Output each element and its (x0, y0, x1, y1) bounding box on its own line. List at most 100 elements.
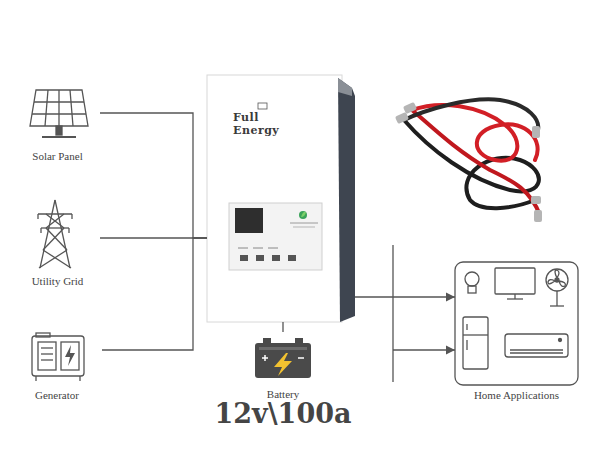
solar-panel-icon-part (58, 90, 59, 126)
battery-icon-part (298, 357, 304, 359)
home-appliances-icons-part (510, 349, 563, 350)
utility-tower-icon-part (39, 250, 67, 268)
battery-icon-part (264, 355, 266, 361)
inverter-device-part (338, 78, 355, 322)
generator-icon (32, 333, 84, 381)
inverter-device-part (293, 227, 315, 228)
inverter-device-part (240, 255, 248, 261)
arrow-head (446, 346, 455, 355)
utility-tower-icon-part (55, 200, 70, 268)
generator-icon-part (36, 333, 50, 337)
inverter-device-part (272, 255, 280, 261)
utility-tower-icon-part (40, 228, 41, 233)
source-node: Solar Panel (15, 85, 100, 163)
battery-cables-part (412, 105, 538, 161)
connector-segment (102, 238, 207, 350)
node-label: Utility Grid (15, 275, 100, 288)
utility-tower-icon-part (37, 214, 38, 219)
inverter-device-part (258, 103, 267, 109)
connector-segment (100, 113, 207, 238)
node-label: Generator (12, 389, 102, 402)
utility-tower-icon-part (40, 200, 55, 268)
home-appliances-icons-part (559, 339, 562, 342)
arrow-head (446, 293, 455, 302)
home-appliances-icons-part (550, 305, 564, 306)
inverter-device-part (256, 255, 264, 261)
home-appliances-icons-part (514, 294, 515, 299)
home-appliances-icons-part (546, 269, 568, 291)
home-appliances-icons-part (468, 286, 476, 293)
inverter-device-part (290, 223, 318, 224)
solar-panel-icon (30, 90, 88, 137)
inverter-device-part (207, 75, 342, 322)
solar-panel-icon-part (70, 90, 73, 126)
home-appliances-icons-part (466, 324, 467, 330)
home-appliances-icons (455, 262, 578, 385)
node-label: Solar Panel (15, 150, 100, 163)
connector-line (283, 322, 284, 332)
utility-tower-icon-part (46, 228, 67, 250)
battery-cables (395, 99, 542, 222)
connector-segment (282, 322, 283, 332)
source-node: Generator (12, 330, 102, 402)
home-appliances-icons-part (463, 334, 488, 335)
solar-panel-icon-part (45, 90, 48, 126)
battery-icon-part (274, 353, 292, 376)
battery-cables-part (404, 120, 539, 208)
solar-panel-icon-part (42, 136, 76, 138)
source-node: Utility Grid (15, 196, 100, 288)
brand-logo-text: Full Energy (233, 111, 279, 137)
utility-tower-icon-part (38, 213, 72, 214)
battery-cables-part (403, 102, 417, 114)
inverter-device-part (338, 78, 352, 96)
home-node: Home Applications (455, 262, 578, 402)
battery-node: Battery (243, 332, 323, 401)
utility-tower-icon-part (68, 228, 69, 233)
inverter-device-part (235, 208, 263, 233)
utility-tower-icon (38, 200, 72, 268)
utility-tower-icon-part (46, 214, 64, 228)
generator-icon-part (41, 359, 53, 360)
home-appliances-icons-part (556, 291, 557, 306)
solar-panel-icon-part (56, 126, 62, 135)
inverter-device-part (299, 211, 307, 219)
connector-line (100, 113, 207, 238)
inverter-node: Full Energy (207, 75, 355, 322)
inverter-device-part (268, 248, 278, 249)
connector-segment (100, 237, 207, 238)
connector-line (102, 238, 207, 350)
connector-line (355, 245, 455, 382)
inverter-device-part (288, 255, 296, 261)
battery-icon-part (255, 343, 311, 378)
battery-icon (255, 338, 311, 378)
home-appliances-icons-part (465, 272, 479, 286)
generator-icon-part (41, 347, 53, 348)
generator-icon-part (41, 353, 53, 354)
connector-line (100, 238, 207, 239)
inverter-device-part (253, 248, 263, 249)
home-appliances-icons-part (495, 268, 535, 294)
node-label: Home Applications (455, 389, 578, 402)
generator-icon-part (65, 345, 75, 366)
generator-icon-part (38, 342, 56, 370)
utility-tower-icon-part (46, 214, 64, 228)
generator-icon-part (32, 336, 84, 376)
generator-icon-part (61, 342, 79, 370)
battery-rating-label: 12v\100a (163, 398, 403, 430)
battery-cables-part (531, 196, 541, 204)
battery-cables-part (412, 110, 540, 215)
battery-cables-part (395, 112, 409, 124)
connector-segment (392, 245, 393, 382)
solar-panel-icon-part (30, 90, 88, 126)
utility-tower-icon-part (43, 250, 71, 268)
home-appliances-icons-part (455, 262, 578, 385)
home-appliances-icons-part (505, 334, 568, 357)
home-appliances-icons-part (463, 317, 488, 369)
inverter-device-part (229, 203, 322, 270)
utility-tower-icon-part (43, 228, 64, 250)
battery-cables-part (532, 126, 540, 138)
inverter-device-part (238, 248, 248, 249)
generator-icon-part (35, 376, 36, 381)
utility-tower-icon-part (71, 214, 72, 219)
